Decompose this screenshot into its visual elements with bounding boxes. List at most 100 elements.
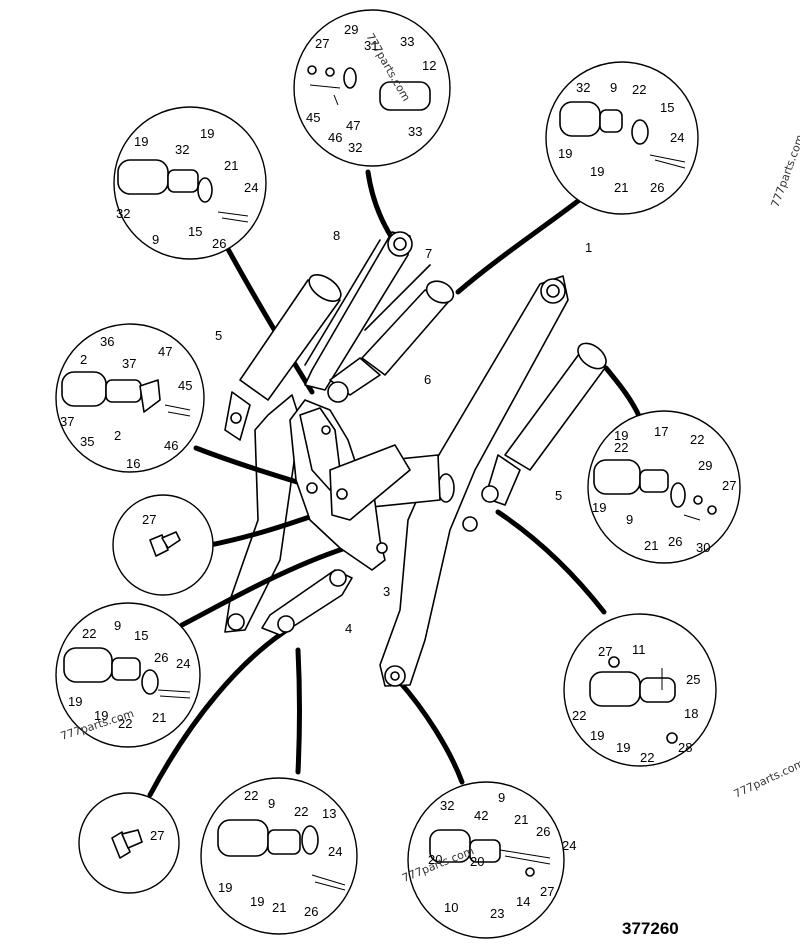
part-label: 19 — [218, 880, 232, 895]
part-label: 26 — [650, 180, 664, 195]
part-label: 14 — [516, 894, 530, 909]
part-label: 33 — [400, 34, 414, 49]
part-label: 26 — [154, 650, 168, 665]
part-label: 24 — [328, 844, 342, 859]
part-label: 29 — [698, 458, 712, 473]
part-label: 45 — [306, 110, 320, 125]
part-label: 19 — [592, 500, 606, 515]
part-label: 27 — [540, 884, 554, 899]
detail-right-lower — [563, 613, 717, 767]
part-label: 27 — [142, 512, 156, 527]
part-label: 32 — [576, 80, 590, 95]
part-label: 9 — [626, 512, 633, 527]
part-label: 13 — [322, 806, 336, 821]
part-label: 37 — [122, 356, 136, 371]
detail-grease-nipple-1 — [112, 494, 214, 596]
link-8 — [304, 231, 411, 391]
part-label: 23 — [490, 906, 504, 921]
part-label: 26 — [304, 904, 318, 919]
part-label: 21 — [644, 538, 658, 553]
part-label: 24 — [176, 656, 190, 671]
part-label: 16 — [126, 456, 140, 471]
part-label: 15 — [134, 628, 148, 643]
part-label: 22 — [640, 750, 654, 765]
part-label: 26 — [668, 534, 682, 549]
part-label: 21 — [272, 900, 286, 915]
part-label: 32 — [440, 798, 454, 813]
detail-bottom-middle — [200, 777, 358, 935]
part-label: 45 — [178, 378, 192, 393]
part-label: 22 — [632, 82, 646, 97]
part-label: 19 — [590, 728, 604, 743]
part-label: 22 — [690, 432, 704, 447]
part-label: 10 — [444, 900, 458, 915]
part-label: 11 — [632, 642, 646, 657]
part-label: 27 — [150, 828, 164, 843]
part-label: 8 — [333, 228, 340, 243]
part-label: 37 — [60, 414, 74, 429]
part-label: 19 — [590, 164, 604, 179]
arm-1 — [379, 275, 569, 687]
part-label: 6 — [424, 372, 431, 387]
part-label: 1 — [585, 240, 592, 255]
part-label: 22 — [82, 626, 96, 641]
part-label: 31 — [364, 38, 378, 53]
part-label: 32 — [348, 140, 362, 155]
part-label: 22 — [572, 708, 586, 723]
watermark: 777parts.com — [732, 757, 800, 801]
part-label: 22 — [244, 788, 258, 803]
part-label: 17 — [654, 424, 668, 439]
part-label: 21 — [614, 180, 628, 195]
part-label: 19 — [200, 126, 214, 141]
figure-number: 377260 — [622, 919, 679, 938]
part-label: 21 — [224, 158, 238, 173]
part-label: 15 — [660, 100, 674, 115]
part-label: 36 — [100, 334, 114, 349]
part-label: 20 — [428, 852, 442, 867]
part-label: 4 — [345, 621, 352, 636]
part-label: 2 — [80, 352, 87, 367]
part-label: 12 — [422, 58, 436, 73]
detail-right-mid — [587, 410, 741, 564]
detail-bottom-right — [407, 781, 565, 939]
part-label: 19 — [616, 740, 630, 755]
part-label: 19 — [558, 146, 572, 161]
part-label: 9 — [114, 618, 121, 633]
part-label: 19 — [250, 894, 264, 909]
part-label: 19 — [134, 134, 148, 149]
part-label: 2 — [114, 428, 121, 443]
part-label: 21 — [514, 812, 528, 827]
part-label: 22 — [294, 804, 308, 819]
part-label: 35 — [80, 434, 94, 449]
part-label: 24 — [562, 838, 576, 853]
part-label: 33 — [408, 124, 422, 139]
part-label: 21 — [152, 710, 166, 725]
part-label: 22 — [614, 440, 628, 455]
detail-top — [293, 9, 451, 167]
part-label: 27 — [315, 36, 329, 51]
part-label: 32 — [175, 142, 189, 157]
watermark: 777parts.com — [769, 133, 800, 209]
part-label: 24 — [244, 180, 258, 195]
detail-top-left — [113, 106, 267, 260]
part-label: 5 — [555, 488, 562, 503]
part-label: 46 — [328, 130, 342, 145]
part-label: 47 — [346, 118, 360, 133]
part-label: 7 — [425, 246, 432, 261]
leader-lines — [147, 169, 643, 798]
part-label: 30 — [696, 540, 710, 555]
part-label: 24 — [670, 130, 684, 145]
part-label: 29 — [344, 22, 358, 37]
detail-mid-left — [55, 323, 205, 473]
part-label: 28 — [678, 740, 692, 755]
part-label: 9 — [268, 796, 275, 811]
part-label: 19 — [614, 428, 628, 443]
part-label: 19 — [68, 694, 82, 709]
detail-grease-nipple-2 — [78, 792, 180, 894]
part-label: 9 — [498, 790, 505, 805]
part-label: 5 — [215, 328, 222, 343]
part-label: 20 — [470, 854, 484, 869]
